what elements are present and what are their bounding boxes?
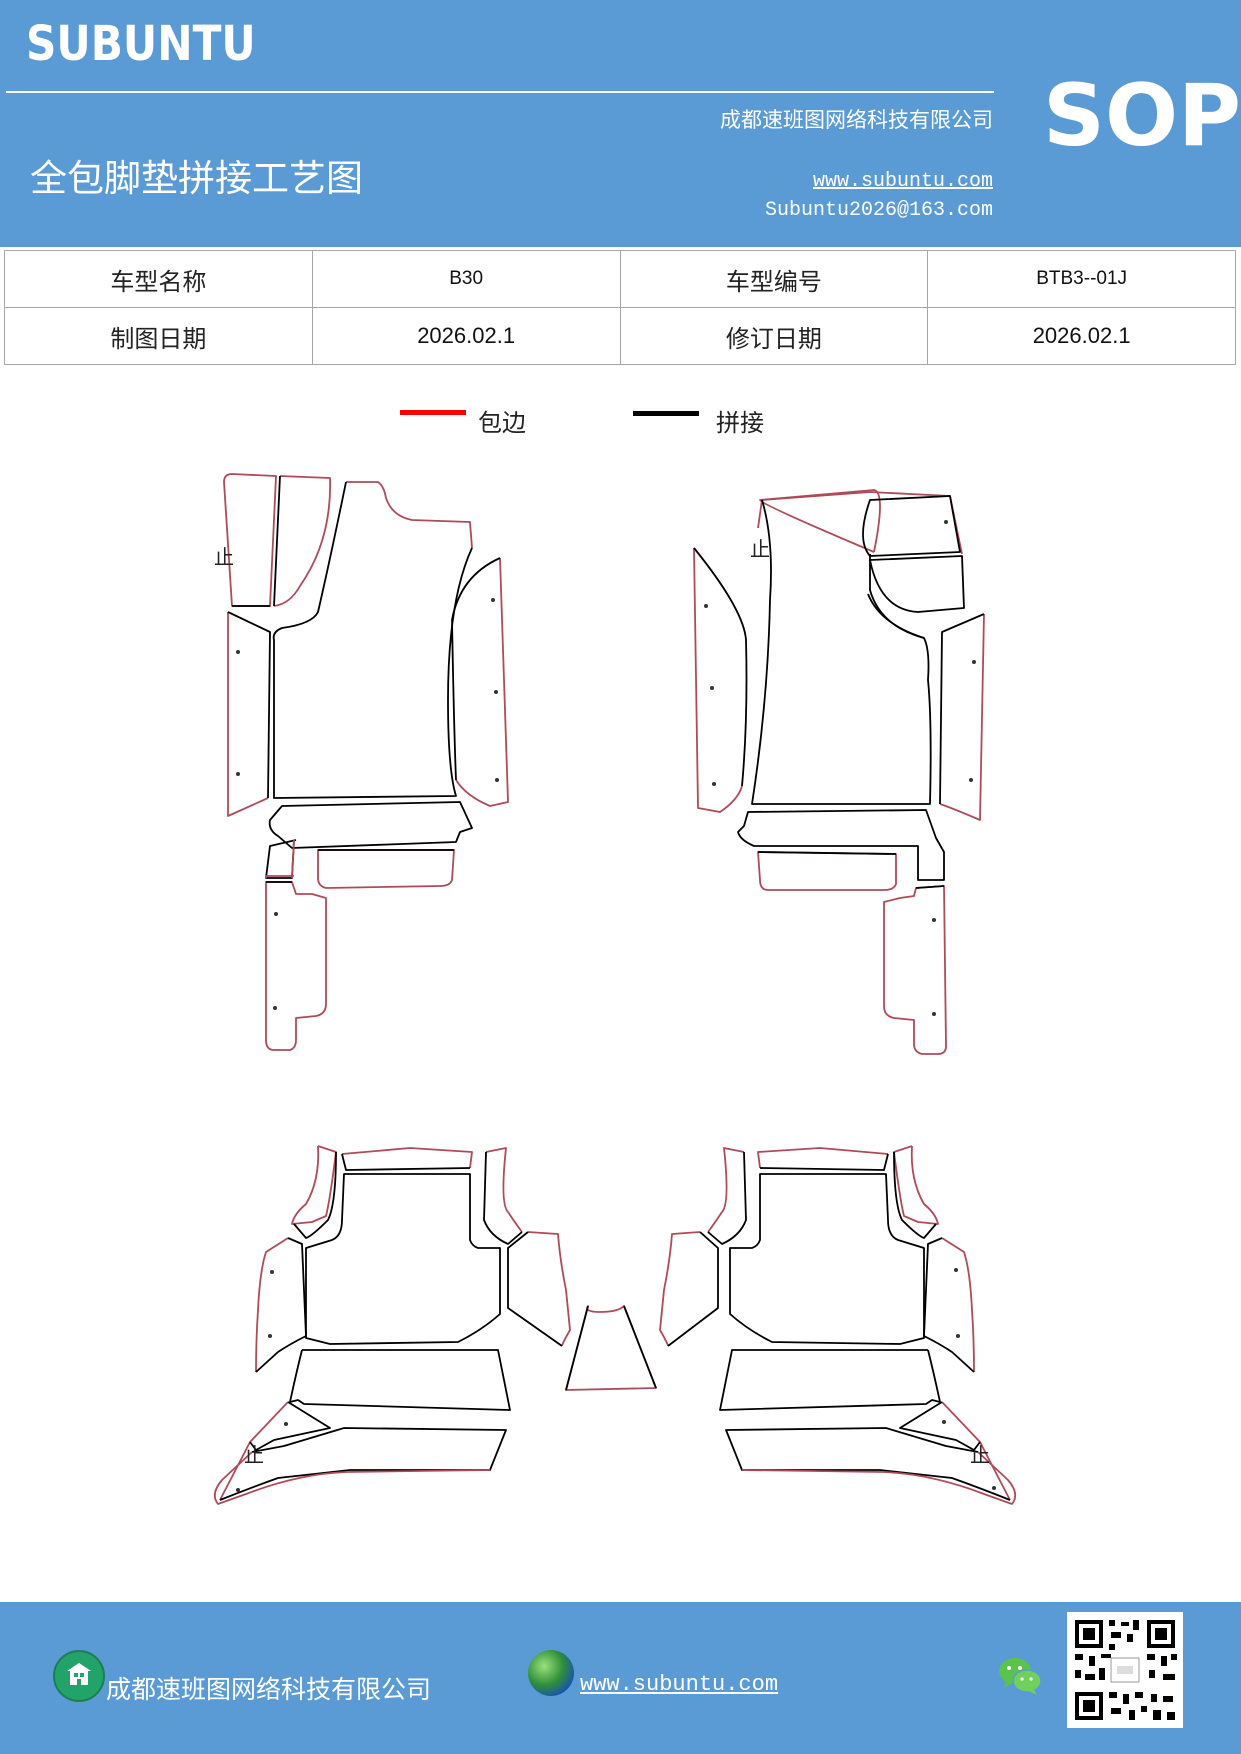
- pattern-piece: [565, 1305, 657, 1391]
- pattern-piece: [941, 1237, 975, 1373]
- legend-edge-swatch: [400, 410, 466, 415]
- pattern-piece: [729, 1173, 925, 1345]
- rear-left-mat: [213, 1145, 657, 1505]
- draw-date-label: 制图日期: [4, 307, 313, 365]
- pattern-piece: [707, 1147, 745, 1233]
- header-email: Subuntu2026@163.com: [764, 199, 993, 222]
- stop-mark: 止: [970, 1443, 990, 1467]
- pattern-piece: [317, 849, 455, 889]
- header-company: 成都速班图网络科技有限公司: [720, 108, 993, 132]
- pattern-piece: [455, 557, 509, 807]
- pattern-piece: [737, 809, 945, 881]
- pattern-piece: [227, 612, 269, 817]
- pattern-piece: [741, 1451, 1017, 1505]
- pattern-piece: [751, 499, 932, 805]
- pattern-piece: [693, 547, 748, 787]
- pattern-piece: [249, 1401, 331, 1451]
- wechat-icon[interactable]: [996, 1654, 1044, 1698]
- pattern-piece: [719, 1349, 941, 1411]
- pattern-piece: [341, 1147, 473, 1169]
- header-website-link[interactable]: www.subuntu.com: [812, 170, 993, 193]
- building-icon: [53, 1650, 105, 1702]
- pattern-piece: [893, 1145, 939, 1225]
- pattern-piece: [893, 1151, 937, 1239]
- pattern-piece: [667, 1231, 719, 1347]
- pattern-piece: [341, 1153, 471, 1171]
- pattern-piece: [268, 801, 473, 849]
- revise-date-value: 2026.02.1: [927, 307, 1236, 365]
- pattern-piece: [273, 475, 331, 607]
- header-banner: [0, 0, 1241, 247]
- legend-join-label: 拼接: [716, 409, 764, 437]
- legend-edge-label: 包边: [478, 409, 526, 437]
- pattern-piece: [255, 1237, 289, 1373]
- pattern-piece: [255, 1237, 307, 1373]
- pattern-piece: [757, 851, 897, 855]
- sop-badge: SOP: [1043, 66, 1241, 166]
- table-row: 制图日期 2026.02.1 修订日期 2026.02.1: [4, 307, 1236, 365]
- pattern-piece: [707, 1151, 747, 1245]
- pattern-piece: [899, 1401, 981, 1451]
- model-code-value: BTB3--01J: [927, 250, 1236, 308]
- pattern-piece: [227, 611, 271, 799]
- pattern-piece: [289, 1349, 511, 1411]
- pattern-piece: [939, 613, 985, 805]
- pattern-piece: [867, 593, 925, 639]
- pattern-piece: [291, 1145, 337, 1225]
- model-name-value: B30: [311, 250, 621, 308]
- legend-join-swatch: [633, 411, 699, 416]
- pattern-piece: [869, 555, 965, 613]
- pattern-piece: [693, 547, 743, 813]
- stop-mark: 止: [750, 537, 770, 561]
- pattern-piece: [759, 489, 881, 553]
- pattern-piece: [527, 1231, 571, 1347]
- vehicle-info-table: 车型名称 B30 车型编号 BTB3--01J 制图日期 2026.02.1 修…: [4, 250, 1236, 365]
- pattern-piece: [451, 557, 501, 781]
- pattern-piece: [483, 1151, 523, 1245]
- pattern-piece: [883, 885, 947, 1055]
- brand-logo: SUBUNTU: [26, 16, 256, 72]
- pattern-piece: [273, 475, 281, 607]
- footer-website-link[interactable]: www.subuntu.com: [580, 1672, 779, 1697]
- pattern-piece: [305, 1173, 501, 1345]
- pattern-piece: [725, 1427, 1011, 1501]
- pattern-piece: [659, 1231, 701, 1347]
- pattern-piece: [485, 1147, 523, 1233]
- qr-code-icon[interactable]: [1067, 1612, 1183, 1728]
- pattern-piece: [213, 1451, 491, 1505]
- globe-icon: [528, 1650, 574, 1696]
- rear-right-mat: [659, 1145, 1017, 1505]
- draw-date-value: 2026.02.1: [311, 307, 621, 365]
- table-row: 车型名称 B30 车型编号 BTB3--01J: [4, 250, 1236, 308]
- pattern-piece: [265, 881, 327, 1051]
- pattern-piece: [565, 1305, 657, 1391]
- header-divider: [6, 91, 994, 93]
- pattern-piece: [915, 885, 945, 889]
- model-name-label: 车型名称: [4, 250, 313, 308]
- pattern-piece: [291, 839, 295, 879]
- front-left-mat: [223, 473, 509, 1051]
- pattern-piece: [757, 1147, 889, 1169]
- pattern-piece: [757, 491, 963, 555]
- footer-company: 成都速班图网络科技有限公司: [106, 1675, 432, 1704]
- pattern-piece: [507, 1231, 563, 1347]
- pattern-piece: [219, 1427, 507, 1501]
- model-code-label: 车型编号: [619, 250, 929, 308]
- pattern-piece: [939, 613, 985, 821]
- pattern-piece: [759, 1153, 889, 1171]
- stop-mark: 止: [214, 545, 234, 569]
- pattern-piece: [223, 473, 277, 607]
- pattern-piece: [293, 1151, 337, 1239]
- stop-mark: 止: [244, 1443, 264, 1467]
- page-title: 全包脚垫拼接工艺图: [30, 157, 363, 200]
- pattern-piece: [862, 495, 961, 557]
- front-right-mat: [693, 489, 985, 1055]
- revise-date-label: 修订日期: [619, 307, 929, 365]
- pattern-piece: [265, 875, 294, 878]
- pattern-piece: [923, 1237, 975, 1373]
- pattern-piece: [757, 851, 897, 891]
- pattern-piece: [272, 481, 473, 799]
- pattern-piece: [346, 481, 473, 549]
